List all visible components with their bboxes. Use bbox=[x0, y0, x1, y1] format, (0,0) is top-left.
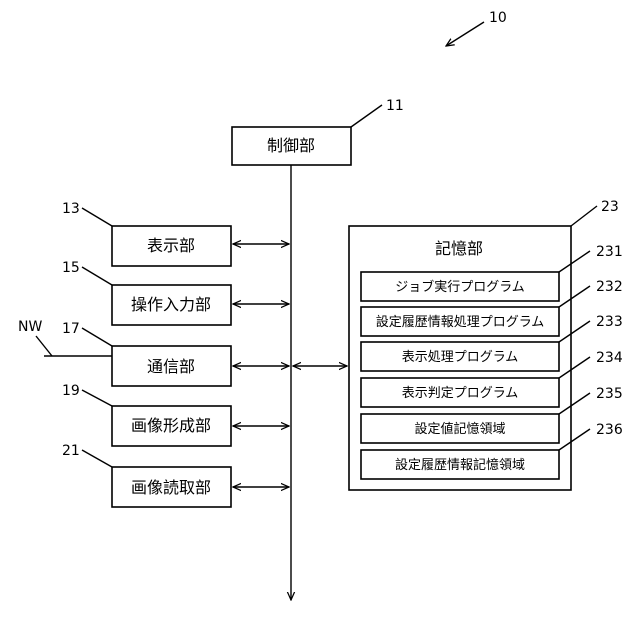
controller-label: 制御部 bbox=[267, 136, 315, 155]
operation-input-unit-label: 操作入力部 bbox=[131, 295, 211, 314]
storage-item-label: ジョブ実行プログラム bbox=[395, 279, 525, 295]
storage-item-label: 設定履歴情報記憶領域 bbox=[395, 457, 525, 473]
controller-ref: 11 bbox=[386, 98, 404, 114]
storage-item-ref: 231 bbox=[596, 244, 623, 260]
operation-input-unit-ref: 15 bbox=[62, 260, 80, 276]
display-unit-leader bbox=[82, 208, 112, 226]
operation-input-unit-leader bbox=[82, 267, 112, 285]
storage-item-ref: 236 bbox=[596, 422, 623, 438]
image-reading-unit-label: 画像読取部 bbox=[131, 478, 211, 497]
storage-item-ref: 234 bbox=[596, 350, 623, 366]
figure-ref-arrow bbox=[446, 22, 484, 46]
image-reading-unit-ref: 21 bbox=[62, 443, 80, 459]
storage-item-label: 表示判定プログラム bbox=[402, 386, 519, 401]
storage-item-label: 表示処理プログラム bbox=[402, 350, 519, 365]
communication-unit-label: 通信部 bbox=[147, 357, 195, 376]
storage-label: 記憶部 bbox=[435, 239, 483, 258]
network-leader bbox=[36, 336, 52, 356]
storage-item-ref: 233 bbox=[596, 314, 623, 330]
storage-item-label: 設定履歴情報処理プログラム bbox=[376, 314, 545, 330]
image-reading-unit-leader bbox=[82, 450, 112, 467]
communication-unit-ref: 17 bbox=[62, 321, 80, 337]
storage-ref: 23 bbox=[601, 199, 619, 215]
storage-item-label: 設定値記憶領域 bbox=[414, 421, 505, 437]
figure-ref-label: 10 bbox=[489, 10, 507, 26]
controller-leader bbox=[351, 105, 382, 127]
image-forming-unit-label: 画像形成部 bbox=[131, 416, 211, 435]
network-label: NW bbox=[18, 319, 42, 335]
display-unit-ref: 13 bbox=[62, 201, 80, 217]
storage-item-ref: 235 bbox=[596, 386, 623, 402]
storage-leader bbox=[571, 206, 597, 226]
image-forming-unit-ref: 19 bbox=[62, 383, 80, 399]
display-unit-label: 表示部 bbox=[147, 236, 195, 255]
storage-item-ref: 232 bbox=[596, 279, 623, 295]
image-forming-unit-leader bbox=[82, 390, 112, 406]
communication-unit-leader bbox=[82, 328, 112, 346]
